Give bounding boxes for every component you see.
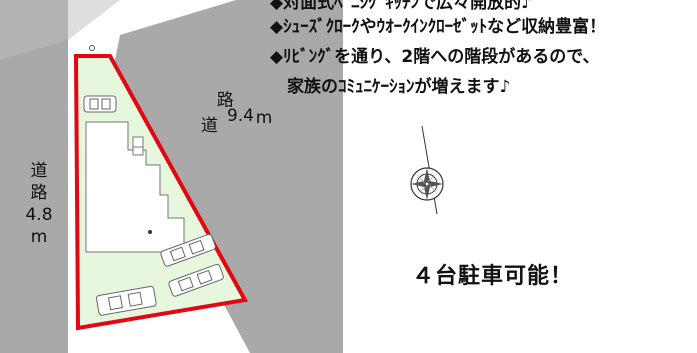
left-road-label: 道 路 4.8 m (20, 160, 58, 248)
car-icon (83, 95, 117, 113)
note-kitchen: ◆対面式ﾍﾞﾆｼｸﾞｷｯﾁﾝで広々開放的♪ (270, 0, 532, 13)
right-road-char: 道 (200, 115, 218, 136)
left-road-unit: m (30, 227, 48, 247)
note-stairs: ◆ﾘﾋﾞﾝｸﾞを通り、2階への階段があるので、 (270, 47, 600, 67)
left-road-width: 4.8 (25, 205, 53, 225)
parking-note: ４台駐車可能！ (412, 264, 574, 289)
car-icon (168, 263, 224, 297)
door-mark (148, 230, 152, 234)
note-storage: ◆ｼｭｰｽﾞｸﾛｰｸやｳｵｰｸｲﾝｸﾛｰｾﾞｯﾄなど収納豊富！ (270, 17, 607, 37)
left-road (0, 0, 68, 353)
right-road (115, 0, 343, 353)
compass-rose-icon (410, 125, 444, 215)
car-icon (95, 285, 157, 316)
left-road-char: 路 (30, 183, 48, 203)
note-family: 家族のｺﾐｭﾆｹｰｼｮﾝが増えます♪ (270, 77, 511, 97)
right-road-unit: m (255, 107, 273, 128)
survey-marker (89, 45, 95, 51)
car-icon (160, 233, 216, 267)
left-road-char: 道 (30, 161, 48, 181)
upper-left-field (0, 0, 120, 60)
right-road-width: 9.4 (226, 105, 255, 126)
